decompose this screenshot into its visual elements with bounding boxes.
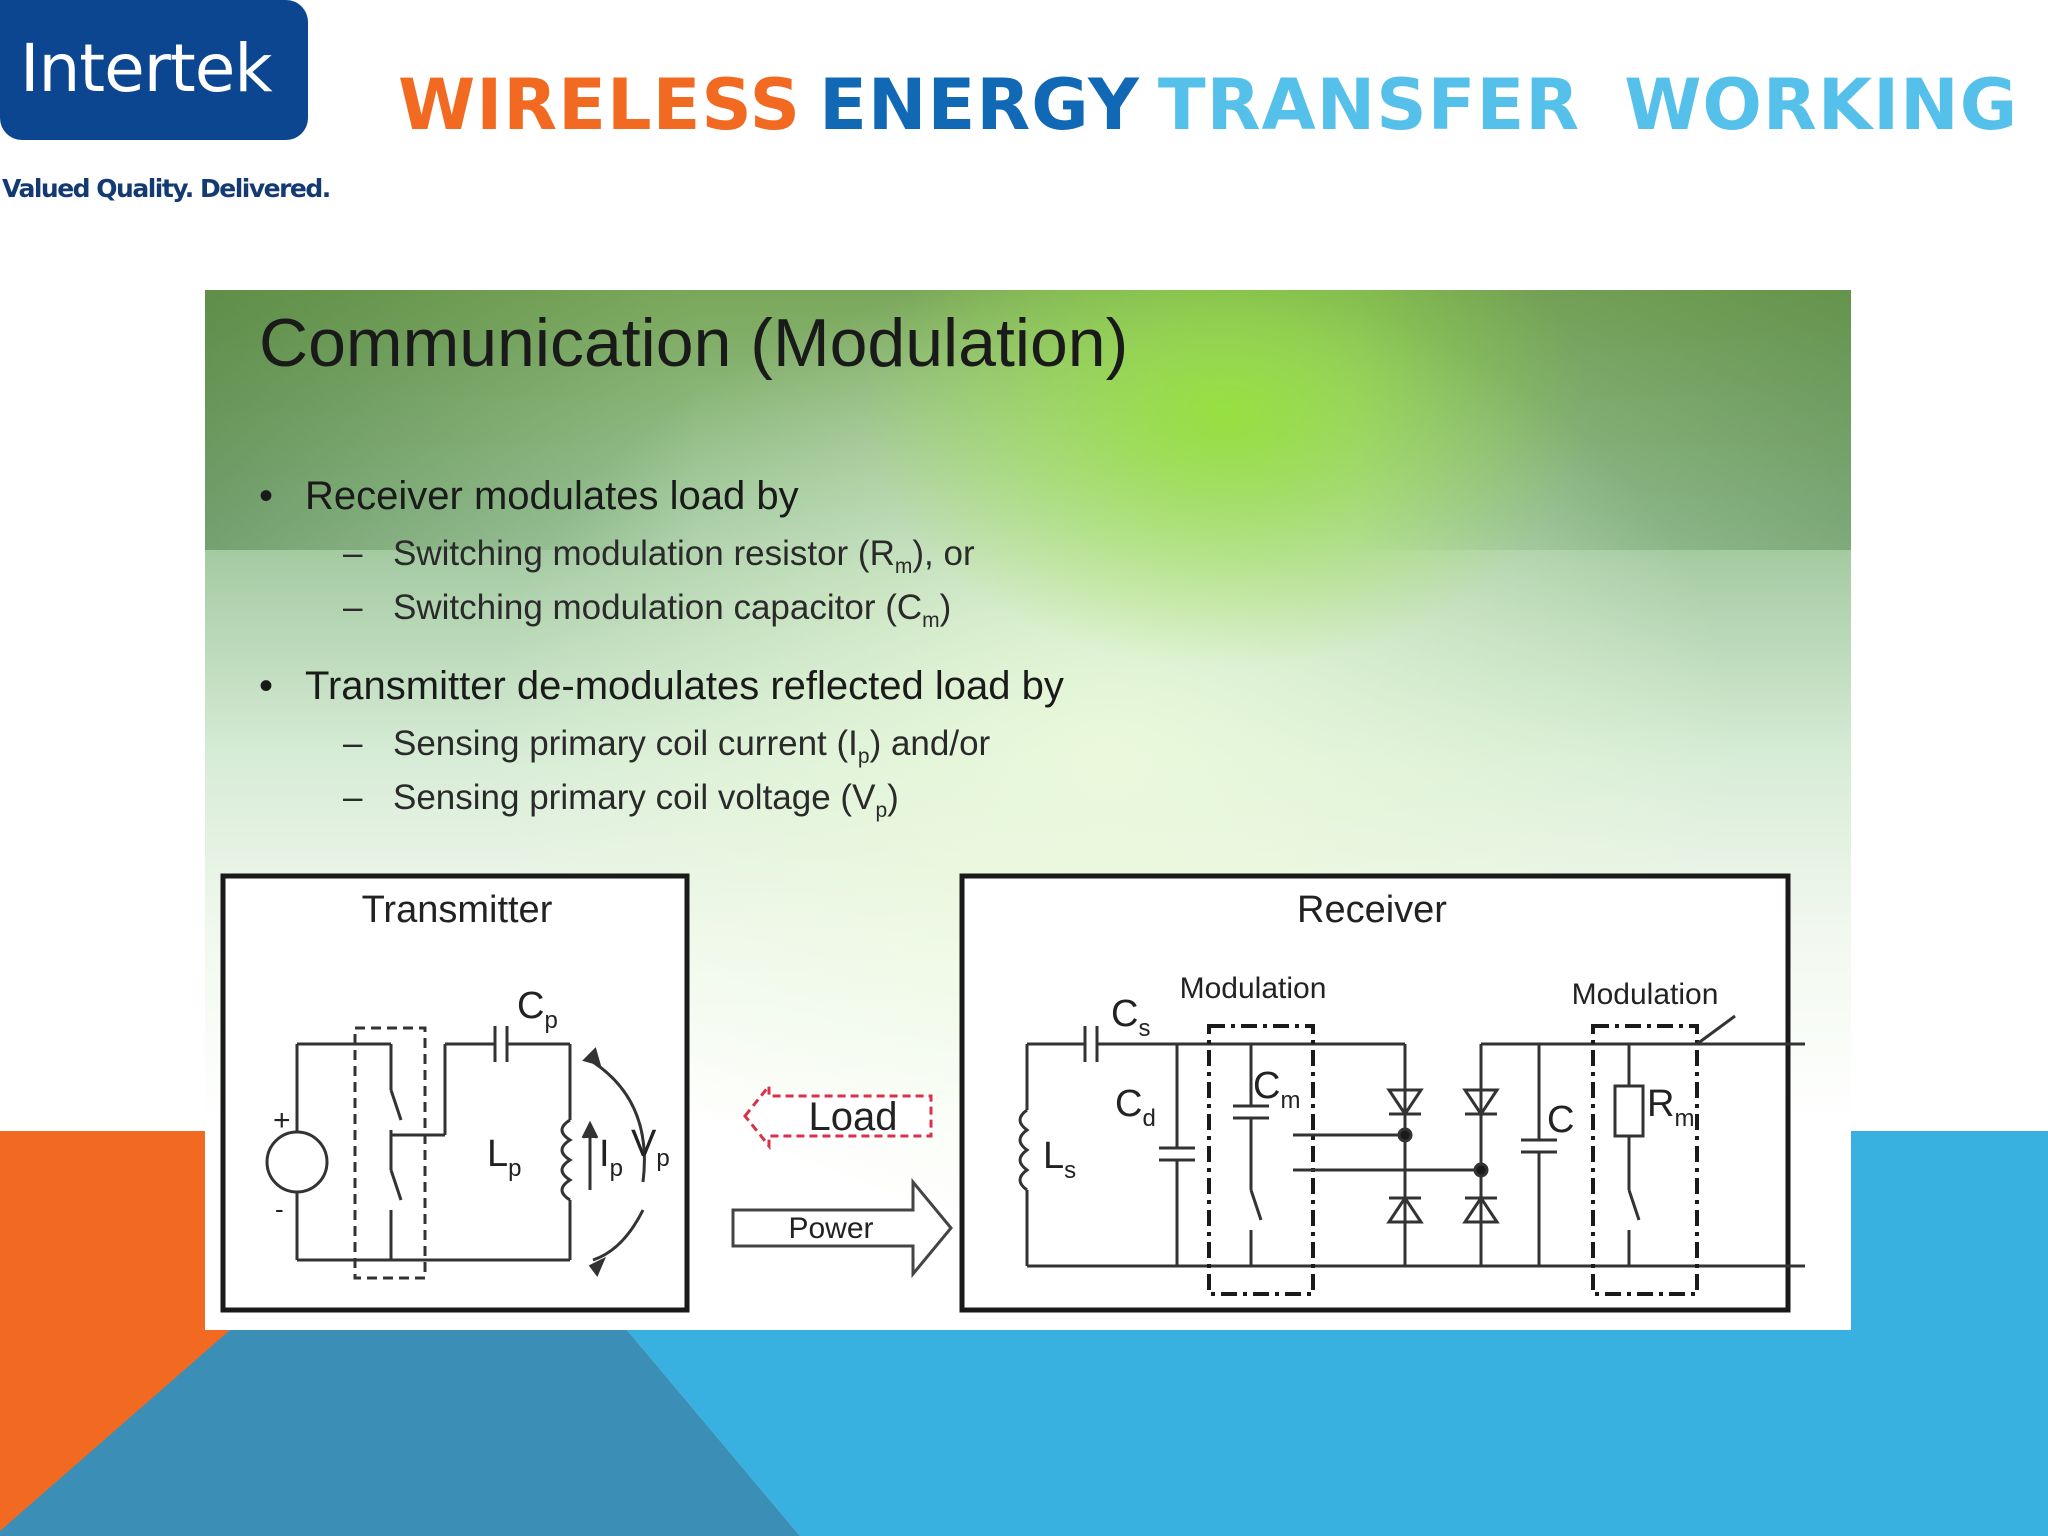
title-word-1: WIRELESS <box>398 64 802 146</box>
sub-bullet-1-1: – Switching modulation resistor (Rm), or <box>343 534 975 578</box>
transmitter-label: Transmitter <box>362 889 553 931</box>
bullet-dot: • <box>259 664 274 708</box>
power-label: Power <box>788 1212 873 1245</box>
title-word-4: WORKING <box>1624 64 2019 146</box>
label-cd: Cd <box>1115 1083 1156 1132</box>
receiver-box <box>959 873 1791 1313</box>
bullet-1: • Receiver modulates load by <box>259 474 799 519</box>
slide-image-panel: Communication (Modulation) • Receiver mo… <box>205 290 1851 1330</box>
slide-heading: Communication (Modulation) <box>259 305 1129 381</box>
sub-text-end: ) <box>939 588 952 627</box>
title-word-2: ENERGY <box>819 64 1140 146</box>
minus-sign: - <box>275 1194 284 1224</box>
modulation-label-capacitor: Modulation <box>1180 972 1327 1005</box>
circuit-diagram: Transmitter <box>220 873 1805 1313</box>
load-label: Load <box>809 1095 898 1139</box>
orange-band <box>0 1131 235 1536</box>
receiver-circuit <box>1018 1014 1805 1296</box>
label-lp: Lp <box>487 1133 522 1182</box>
modulation-label-resistor: Modulation <box>1572 978 1719 1011</box>
sub-text: Switching modulation capacitor (C <box>393 588 923 627</box>
title-word-3: TRANSFER <box>1157 64 1581 146</box>
label-ls: Ls <box>1043 1135 1076 1184</box>
bullet-2: • Transmitter de-modulates reflected loa… <box>259 664 1064 709</box>
transmitter-box <box>220 873 690 1313</box>
sub-text-end: ) and/or <box>869 724 991 763</box>
power-arrow <box>731 1177 953 1279</box>
label-cp: Cp <box>517 985 558 1034</box>
sub-text: Sensing primary coil voltage (V <box>393 778 876 817</box>
sub-subscript: m <box>894 555 913 578</box>
label-ip: Ip <box>599 1133 623 1182</box>
load-arrow <box>743 1081 933 1151</box>
sub-subscript: m <box>922 609 940 632</box>
label-cs: Cs <box>1111 993 1150 1042</box>
label-c: C <box>1547 1099 1574 1141</box>
sub-text: Switching modulation resistor (R <box>393 534 895 573</box>
sub-subscript: p <box>857 745 870 768</box>
sub-text: Sensing primary coil current (I <box>393 724 858 763</box>
tagline: Valued Quality. Delivered. <box>2 174 331 203</box>
light-blue-band <box>627 1131 2048 1536</box>
logo-text: Intertek <box>20 30 273 107</box>
bullet-2-text: Transmitter de-modulates reflected load … <box>305 664 1064 708</box>
receiver-label: Receiver <box>1297 889 1447 931</box>
bullet-dot: • <box>259 474 274 518</box>
sub-subscript: p <box>875 799 888 822</box>
sub-bullet-2-2: – Sensing primary coil voltage (Vp) <box>343 778 899 822</box>
sub-bullet-1-2: – Switching modulation capacitor (Cm) <box>343 588 952 632</box>
intertek-logo[interactable]: Intertek <box>0 0 308 140</box>
label-vp: Vp <box>631 1123 670 1172</box>
label-rm: Rm <box>1647 1083 1694 1132</box>
sub-text-end: ) <box>887 778 899 817</box>
dark-blue-band <box>0 1330 800 1536</box>
transmitter-circuit <box>265 1026 646 1280</box>
label-cm: Cm <box>1253 1065 1300 1114</box>
sub-bullet-2-1: – Sensing primary coil current (Ip) and/… <box>343 724 991 768</box>
sub-text-end: ), or <box>912 534 975 573</box>
plus-sign: + <box>273 1104 291 1137</box>
bullet-1-text: Receiver modulates load by <box>305 474 799 518</box>
